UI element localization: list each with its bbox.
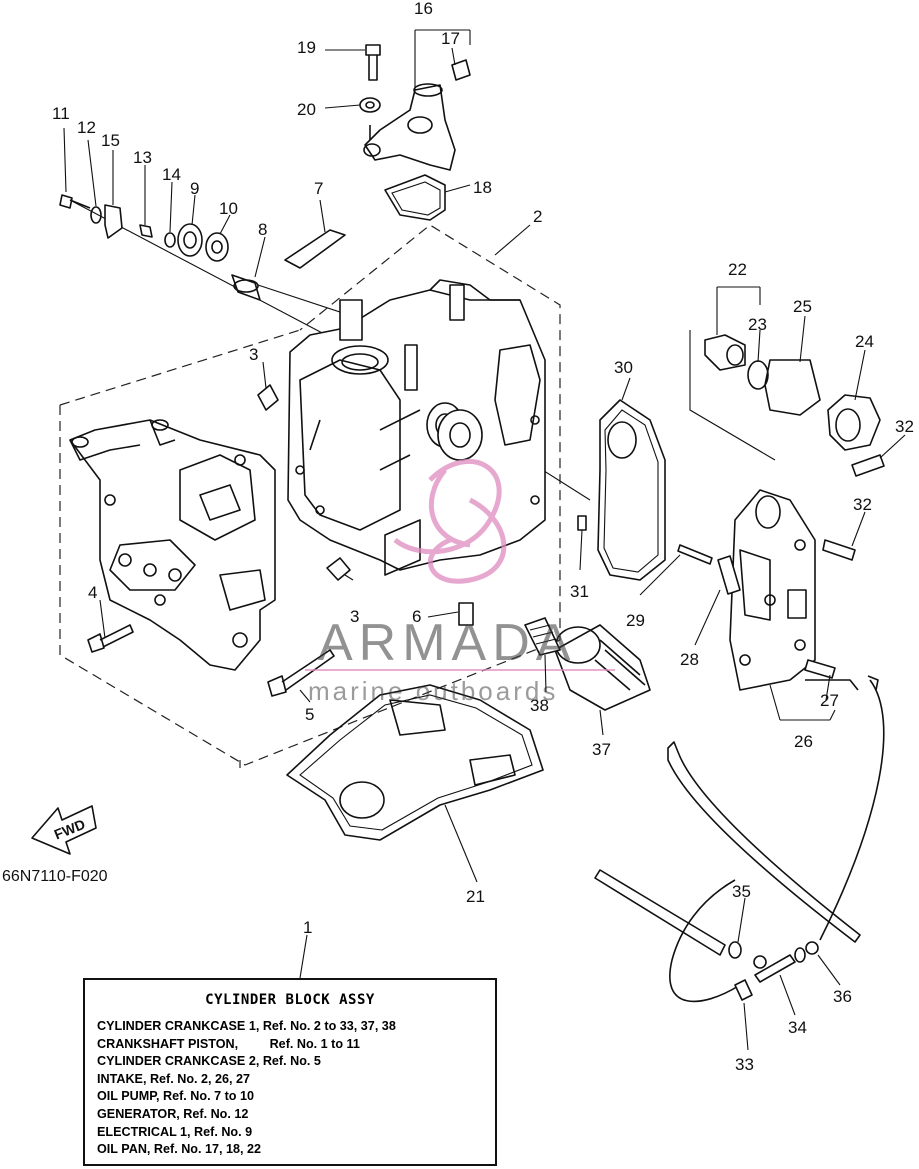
diagram-code: 66N7110-F020 [2,868,108,885]
callout-31: 31 [570,582,589,601]
bolt-4 [87,624,134,653]
watermark-logo [393,459,507,584]
callout-32-lower: 32 [853,495,872,514]
callout-25: 25 [793,297,812,316]
bolt-32-upper [851,454,885,477]
assembly-boundary [59,224,561,766]
callout-1: 1 [303,918,312,937]
callout-16: 16 [414,0,433,18]
callout-17: 17 [441,29,460,48]
oil-pan-gasket-21 [286,684,544,841]
shaft-parts [59,194,346,301]
bolt-32-lower [822,539,856,561]
callout-37: 37 [592,740,611,759]
crankcase [69,419,276,671]
bolt-19 [365,44,381,81]
legend-line: GENERATOR, Ref. No. 12 [97,1106,249,1121]
plate-28 [717,555,741,595]
callout-23: 23 [748,315,767,334]
gasket-25 [764,359,821,416]
fitting-38 [524,617,561,656]
callout-7: 7 [314,179,323,198]
housing-24 [827,394,881,451]
cover-26 [729,489,816,691]
callout-3-lower: 3 [350,607,359,626]
legend-line: INTAKE, Ref. No. 2, 26, 27 [97,1071,251,1086]
callout-19: 19 [297,38,316,57]
oil-filter-37 [554,624,651,711]
fwd-arrow: FWD [31,805,97,855]
callout-13: 13 [133,148,152,167]
callout-12: 12 [77,118,96,137]
ring-23 [747,360,769,390]
callout-30: 30 [614,358,633,377]
watermark-main: ARMADA [318,614,576,672]
callout-28: 28 [680,650,699,669]
exhaust-gasket-30 [597,399,666,581]
callout-24: 24 [855,332,874,351]
legend-title: CYLINDER BLOCK ASSY [205,992,375,1008]
callout-10: 10 [219,199,238,218]
callout-34: 34 [788,1018,807,1037]
legend-line: CYLINDER CRANKCASE 2, Ref. No. 5 [97,1054,321,1069]
callout-35: 35 [732,882,751,901]
callout-6: 6 [412,607,421,626]
callout-38: 38 [530,696,549,715]
dowel-3-lower [326,557,351,581]
callout-33: 33 [735,1055,754,1074]
callout-32-upper: 32 [895,417,914,436]
bolt-5 [267,649,335,697]
legend-line: CYLINDER CRANKCASE 1, Ref. No. 2 to 33, … [97,1019,396,1033]
callout-11: 11 [52,104,70,123]
leader-lines [63,29,906,1051]
callout-21: 21 [466,887,485,906]
washer-20 [359,97,381,113]
dowel-3-upper [257,384,279,411]
plug-17 [451,59,471,81]
bolt-29 [677,544,713,565]
watermark-sub: marine outboards [308,676,558,706]
callout-18: 18 [473,178,492,197]
callout-numbers: 1 2 3 3 4 5 6 7 8 9 10 11 12 13 14 15 16… [52,0,914,1074]
assembly-legend: CYLINDER BLOCK ASSY CYLINDER CRANKCASE 1… [83,978,497,1166]
callout-29: 29 [626,611,645,630]
callout-14: 14 [162,165,181,184]
callout-22: 22 [728,260,747,279]
legend-line: CRANKSHAFT PISTON, Ref. No. 1 to 11 [97,1036,360,1051]
callout-9: 9 [190,179,199,198]
legend-line: OIL PAN, Ref. No. 17, 18, 22 [97,1142,262,1157]
legend-line: ELECTRICAL 1, Ref. No. 9 [97,1124,253,1139]
valve-22 [704,334,746,371]
callout-20: 20 [297,100,316,119]
pin-6 [458,602,474,626]
callout-5: 5 [305,705,314,724]
callout-36: 36 [833,987,852,1006]
thermostat-cover [363,83,456,171]
callout-2: 2 [533,207,542,226]
callout-4: 4 [88,583,97,602]
legend-line: OIL PUMP, Ref. No. 7 to 10 [97,1089,254,1104]
cylinder-block [287,279,546,576]
callout-15: 15 [101,131,120,150]
callout-26: 26 [794,732,813,751]
callout-8: 8 [258,220,267,239]
callout-3-upper: 3 [249,345,258,364]
callout-27: 27 [820,691,839,710]
pin-31 [577,515,587,531]
gasket-18 [384,174,446,221]
hoses [594,659,885,1003]
